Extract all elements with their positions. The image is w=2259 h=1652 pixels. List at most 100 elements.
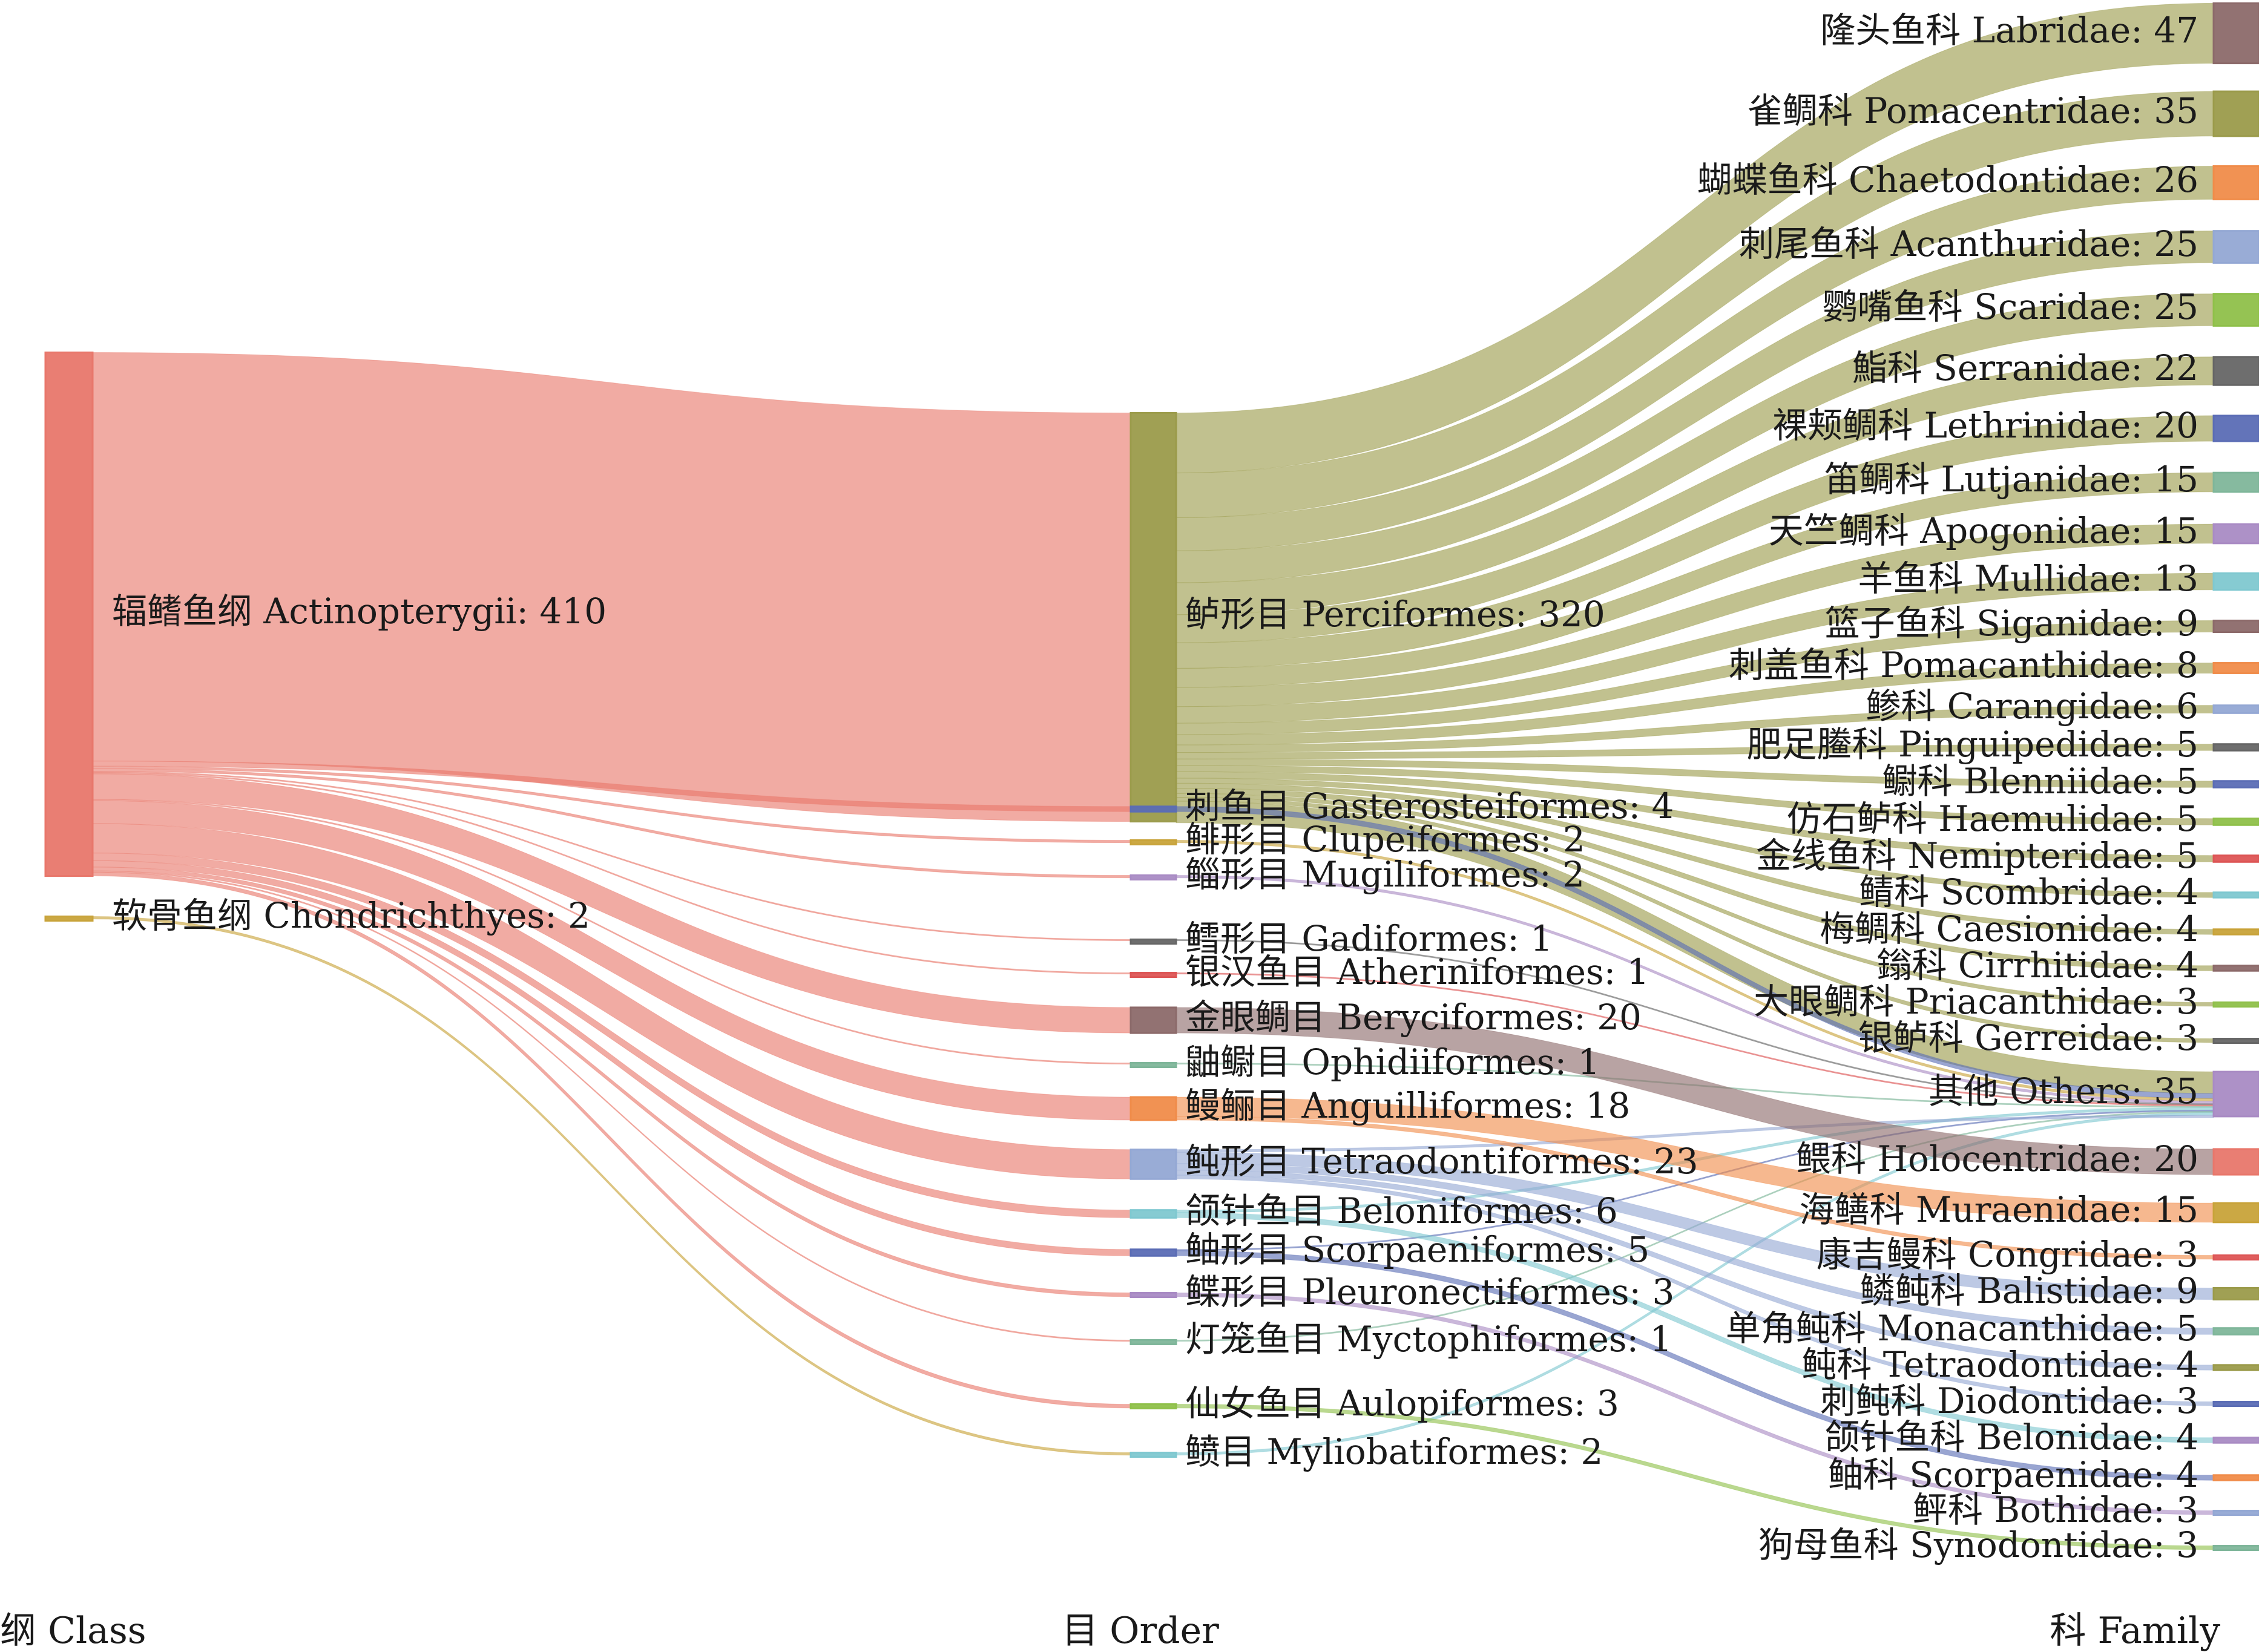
node-label-caes: 梅鲷科 Caesionidae: 4 xyxy=(1820,908,2198,949)
node-mura xyxy=(2212,1202,2259,1224)
node-clup xyxy=(1130,839,1177,845)
node-serr xyxy=(2212,356,2259,386)
node-myct xyxy=(1130,1339,1177,1345)
node-label-labr: 隆头鱼科 Labridae: 47 xyxy=(1820,10,2198,51)
link-actino-perc xyxy=(92,352,1131,822)
column-label-class: 纲 Class xyxy=(0,1610,146,1652)
node-label-gast: 刺鱼目 Gasterosteiformes: 4 xyxy=(1185,785,1674,827)
node-label-myli: 鲼目 Myliobatiformes: 2 xyxy=(1185,1431,1603,1472)
node-label-gerr: 银鲈科 Gerreidae: 3 xyxy=(1858,1017,2198,1058)
node-perc xyxy=(1130,411,1177,823)
node-label-cirr: 鎓科 Cirrhitidae: 4 xyxy=(1877,945,2199,986)
node-label-gadi: 鳕形目 Gadiformes: 1 xyxy=(1185,918,1553,959)
node-chondro xyxy=(44,916,94,922)
node-label-scar: 鹦嘴鱼科 Scaridae: 25 xyxy=(1823,286,2198,327)
node-label-tetd: 鲀科 Tetraodontidae: 4 xyxy=(1801,1344,2198,1385)
node-label-nemi: 金线鱼科 Nemipteridae: 5 xyxy=(1756,835,2198,876)
node-label-pomc: 刺盖鱼科 Pomacanthidae: 8 xyxy=(1729,644,2198,686)
node-label-belo: 颌针鱼目 Beloniformes: 6 xyxy=(1185,1190,1618,1231)
node-label-scom: 鲭科 Scombridae: 4 xyxy=(1859,871,2198,913)
node-scor xyxy=(1130,1248,1177,1257)
node-siga xyxy=(2212,620,2259,633)
column-label-family: 科 Family xyxy=(2050,1610,2220,1652)
node-label-haem: 仿石鲈科 Haemulidae: 5 xyxy=(1787,798,2198,839)
node-myli xyxy=(1130,1452,1177,1458)
node-label-cara: 鲹科 Carangidae: 6 xyxy=(1866,686,2198,727)
node-cara xyxy=(2212,704,2259,714)
node-cirr xyxy=(2212,965,2259,972)
node-cong xyxy=(2212,1254,2259,1260)
node-label-athe: 银汉鱼目 Atheriniformes: 1 xyxy=(1185,951,1649,992)
node-beln xyxy=(2212,1437,2259,1444)
node-label-chae: 蝴蝶鱼科 Chaetodontidae: 26 xyxy=(1697,159,2198,200)
node-label-angu: 鳗鲡目 Anguilliformes: 18 xyxy=(1185,1085,1630,1126)
node-gadi xyxy=(1130,939,1177,945)
node-scar xyxy=(2212,293,2259,327)
node-label-clup: 鲱形目 Clupeiformes: 2 xyxy=(1185,819,1585,860)
node-chae xyxy=(2212,165,2259,200)
node-syno xyxy=(2212,1545,2259,1551)
node-othe xyxy=(2212,1070,2259,1118)
node-diod xyxy=(2212,1401,2259,1407)
node-apog xyxy=(2212,523,2259,545)
node-label-beln: 颌针鱼科 Belonidae: 4 xyxy=(1824,1417,2198,1458)
node-labr xyxy=(2212,2,2259,65)
node-haem xyxy=(2212,818,2259,826)
node-label-both: 鲆科 Bothidae: 3 xyxy=(1913,1489,2198,1530)
node-both xyxy=(2212,1510,2259,1516)
node-label-poma: 雀鲷科 Pomacentridae: 35 xyxy=(1748,90,2198,131)
links-layer xyxy=(92,2,2214,1550)
node-label-mull: 羊鱼科 Mullidae: 13 xyxy=(1858,558,2198,599)
node-label-diod: 刺鲀科 Diodontidae: 3 xyxy=(1820,1380,2198,1421)
node-label-scpd: 鲉科 Scorpaenidae: 4 xyxy=(1828,1454,2198,1495)
node-bali xyxy=(2212,1287,2259,1300)
node-label-bali: 鳞鲀科 Balistidae: 9 xyxy=(1860,1270,2198,1311)
node-label-mura: 海鳝科 Muraenidae: 15 xyxy=(1799,1189,2198,1230)
node-belo xyxy=(1130,1209,1177,1219)
node-scpd xyxy=(2212,1474,2259,1481)
node-label-mugi: 鲻形目 Mugiliformes: 2 xyxy=(1185,854,1585,895)
node-label-lutj: 笛鲷科 Lutjanidae: 15 xyxy=(1824,459,2198,500)
node-scom xyxy=(2212,891,2259,899)
node-label-aulo: 仙女鱼目 Aulopiformes: 3 xyxy=(1185,1383,1619,1424)
node-gast xyxy=(1130,805,1177,813)
node-bery xyxy=(1130,1006,1177,1034)
node-label-bery: 金眼鲷目 Beryciformes: 20 xyxy=(1185,997,1642,1038)
node-actino xyxy=(44,351,94,877)
node-label-actino: 辐鳍鱼纲 Actinopterygii: 410 xyxy=(112,591,607,632)
node-label-leth: 裸颊鲷科 Lethrinidae: 20 xyxy=(1772,405,2198,446)
node-label-serr: 鮨科 Serranidae: 22 xyxy=(1852,347,2198,388)
node-acan xyxy=(2212,230,2259,264)
node-mugi xyxy=(1130,874,1177,880)
labels-layer: 辐鳍鱼纲 Actinopterygii: 410 软骨鱼纲 Chondrichth… xyxy=(112,10,2198,1565)
node-label-perc: 鲈形目 Perciformes: 320 xyxy=(1185,594,1605,635)
node-blen xyxy=(2212,780,2259,788)
node-caes xyxy=(2212,928,2259,936)
node-aulo xyxy=(1130,1403,1177,1409)
node-label-ping: 肥足䲢科 Pinguipedidae: 5 xyxy=(1747,724,2198,765)
node-label-myct: 灯笼鱼目 Myctophiformes: 1 xyxy=(1185,1319,1672,1360)
node-nemi xyxy=(2212,854,2259,863)
node-holo xyxy=(2212,1148,2259,1176)
node-label-apog: 天竺鲷科 Apogonidae: 15 xyxy=(1769,510,2198,551)
node-athe xyxy=(1130,972,1177,978)
node-label-tetr: 鲀形目 Tetraodontiformes: 23 xyxy=(1185,1141,1698,1182)
node-tetr xyxy=(1130,1149,1177,1180)
node-ophi xyxy=(1130,1062,1177,1068)
node-label-pria: 大眼鲷科 Priacanthidae: 3 xyxy=(1754,981,2198,1022)
node-mona xyxy=(2212,1327,2259,1336)
node-label-holo: 鳂科 Holocentridae: 20 xyxy=(1796,1138,2198,1179)
node-angu xyxy=(1130,1096,1177,1121)
node-lutj xyxy=(2212,471,2259,493)
node-pleu xyxy=(1130,1292,1177,1298)
node-label-blen: 鳚科 Blenniidae: 5 xyxy=(1882,761,2198,802)
column-label-order: 目 Order xyxy=(1062,1610,1219,1652)
node-pomc xyxy=(2212,662,2259,674)
node-label-siga: 篮子鱼科 Siganidae: 9 xyxy=(1825,603,2198,644)
node-label-cong: 康吉鳗科 Congridae: 3 xyxy=(1817,1234,2198,1275)
node-poma xyxy=(2212,90,2259,137)
node-label-chondro: 软骨鱼纲 Chondrichthyes: 2 xyxy=(112,895,590,936)
node-pria xyxy=(2212,1001,2259,1008)
node-label-scor: 鲉形目 Scorpaeniformes: 5 xyxy=(1185,1229,1649,1270)
